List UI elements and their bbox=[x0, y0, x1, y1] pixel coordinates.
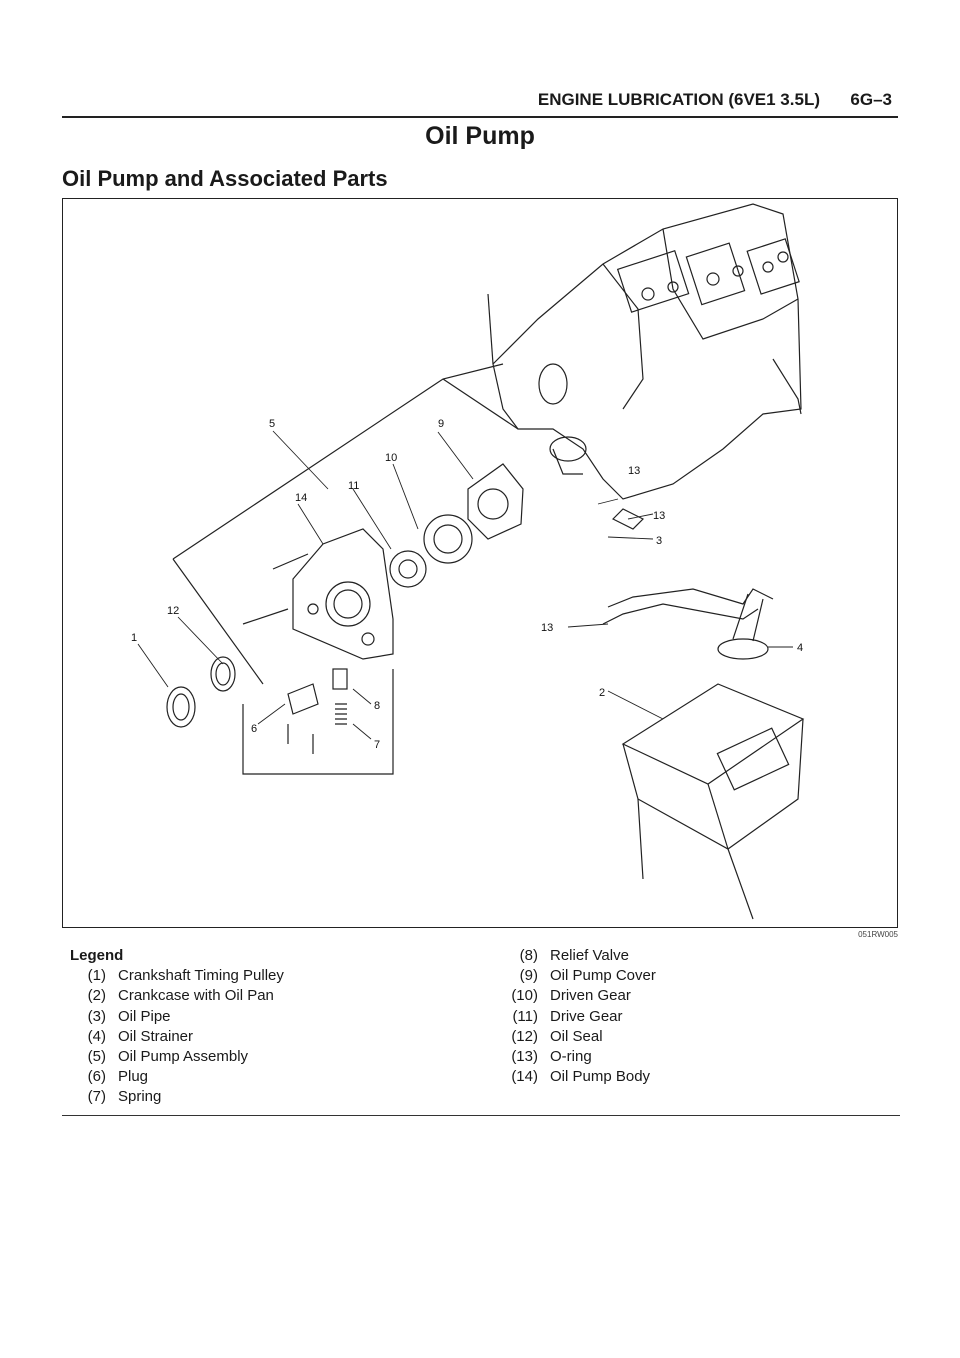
callout-5: 5 bbox=[269, 418, 275, 430]
legend-item: (9) Oil Pump Cover bbox=[490, 966, 890, 986]
legend-text: O-ring bbox=[550, 1048, 592, 1066]
pulley-illustration bbox=[166, 656, 236, 728]
legend-item: (6) Plug bbox=[70, 1067, 470, 1087]
callout-4: 4 bbox=[797, 642, 803, 654]
legend-title: Legend bbox=[70, 947, 124, 964]
legend-text: Oil Pump Body bbox=[550, 1068, 651, 1086]
callout-14: 14 bbox=[295, 492, 307, 504]
legend-num: (8) bbox=[519, 947, 538, 964]
subsection-title: Oil Pump and Associated Parts bbox=[62, 166, 388, 191]
legend-item: (4) Oil Strainer bbox=[70, 1027, 470, 1047]
legend-item: (7) Spring bbox=[70, 1087, 470, 1107]
legend-text: Oil Pump Cover bbox=[550, 967, 656, 985]
exploded-diagram: 5 9 10 11 14 12 1 13 13 3 13 4 2 8 7 6 bbox=[62, 198, 898, 928]
legend-num: (4) bbox=[87, 1027, 106, 1045]
legend-item: (2) Crankcase with Oil Pan bbox=[70, 986, 470, 1006]
callout-9: 9 bbox=[438, 418, 444, 430]
legend-num: (12) bbox=[511, 1027, 538, 1045]
legend-item: (10) Driven Gear bbox=[490, 986, 890, 1006]
callout-6: 6 bbox=[251, 723, 257, 735]
legend-item: (8) Relief Valve bbox=[490, 946, 890, 966]
legend-item: (11) Drive Gear bbox=[490, 1007, 890, 1027]
legend-num: (6) bbox=[87, 1068, 106, 1086]
legend-item: (5) Oil Pump Assembly bbox=[70, 1047, 470, 1067]
page-number: 6G–3 bbox=[850, 90, 892, 109]
pump-body-illustration bbox=[242, 528, 394, 660]
legend-num: (2) bbox=[87, 987, 106, 1005]
oil-pipe-illustration bbox=[602, 508, 774, 660]
legend-num: (13) bbox=[511, 1048, 538, 1066]
legend-text: Crankcase with Oil Pan bbox=[118, 987, 274, 1005]
footer-divider bbox=[62, 1115, 900, 1116]
callout-11: 11 bbox=[348, 480, 359, 492]
callout-2: 2 bbox=[599, 687, 605, 699]
section-title: Oil Pump bbox=[425, 122, 535, 150]
legend-text: Oil Pump Assembly bbox=[118, 1048, 249, 1066]
gears-illustration bbox=[389, 463, 524, 588]
callout-13a: 13 bbox=[628, 465, 640, 477]
callout-7: 7 bbox=[374, 739, 380, 751]
callout-12: 12 bbox=[167, 605, 179, 617]
legend-num: (5) bbox=[87, 1048, 106, 1066]
legend-num: (14) bbox=[511, 1068, 538, 1086]
legend-text: Crankshaft Timing Pulley bbox=[118, 967, 284, 985]
callout-1: 1 bbox=[131, 632, 137, 644]
legend-text: Spring bbox=[118, 1088, 162, 1106]
callout-3: 3 bbox=[656, 535, 662, 547]
diagram-drawing: 5 9 10 11 14 12 1 13 13 3 13 4 2 8 7 6 bbox=[131, 203, 805, 920]
legend-num: (7) bbox=[87, 1088, 106, 1106]
legend-text: Oil Seal bbox=[550, 1027, 603, 1045]
legend-text: Driven Gear bbox=[550, 987, 631, 1005]
legend-item: (12) Oil Seal bbox=[490, 1027, 890, 1047]
header-title: ENGINE LUBRICATION (6VE1 3.5L) bbox=[537, 90, 820, 109]
legend-text: Relief Valve bbox=[550, 947, 629, 964]
legend-num: (11) bbox=[512, 1007, 538, 1025]
legend-text: Oil Pipe bbox=[118, 1007, 171, 1025]
legend-text: Oil Strainer bbox=[118, 1027, 194, 1045]
legend-text: Drive Gear bbox=[550, 1007, 623, 1025]
engine-block-illustration bbox=[487, 203, 802, 500]
relief-valve-illustration bbox=[287, 668, 348, 754]
figure-code: 051RW005 bbox=[858, 930, 898, 939]
legend-right-column: (8) Relief Valve (9) Oil Pump Cover (10) Dr… bbox=[490, 946, 890, 1087]
legend-text: Plug bbox=[118, 1068, 149, 1086]
legend-num: (1) bbox=[87, 967, 106, 985]
legend-item: (1) Crankshaft Timing Pulley bbox=[70, 966, 470, 986]
legend-item: (13) O-ring bbox=[490, 1047, 890, 1067]
legend-item: (3) Oil Pipe bbox=[70, 1007, 470, 1027]
oil-pan-illustration bbox=[621, 683, 805, 920]
callout-13c: 13 bbox=[541, 622, 553, 634]
callout-13b: 13 bbox=[653, 510, 665, 522]
pump-assembly-outline bbox=[172, 363, 519, 775]
callout-leaders bbox=[137, 430, 793, 740]
legend-item: (14) Oil Pump Body bbox=[490, 1067, 890, 1087]
legend-num: (3) bbox=[87, 1007, 106, 1025]
page-header: ENGINE LUBRICATION (6VE1 3.5L) 6G–3 bbox=[62, 88, 898, 118]
legend-left-column: Legend (1) Crankshaft Timing Pulley (2) Cr… bbox=[70, 946, 470, 1108]
legend-num: (9) bbox=[519, 967, 538, 985]
callout-8: 8 bbox=[374, 700, 380, 712]
callout-10: 10 bbox=[385, 452, 397, 464]
legend-num: (10) bbox=[511, 987, 538, 1005]
